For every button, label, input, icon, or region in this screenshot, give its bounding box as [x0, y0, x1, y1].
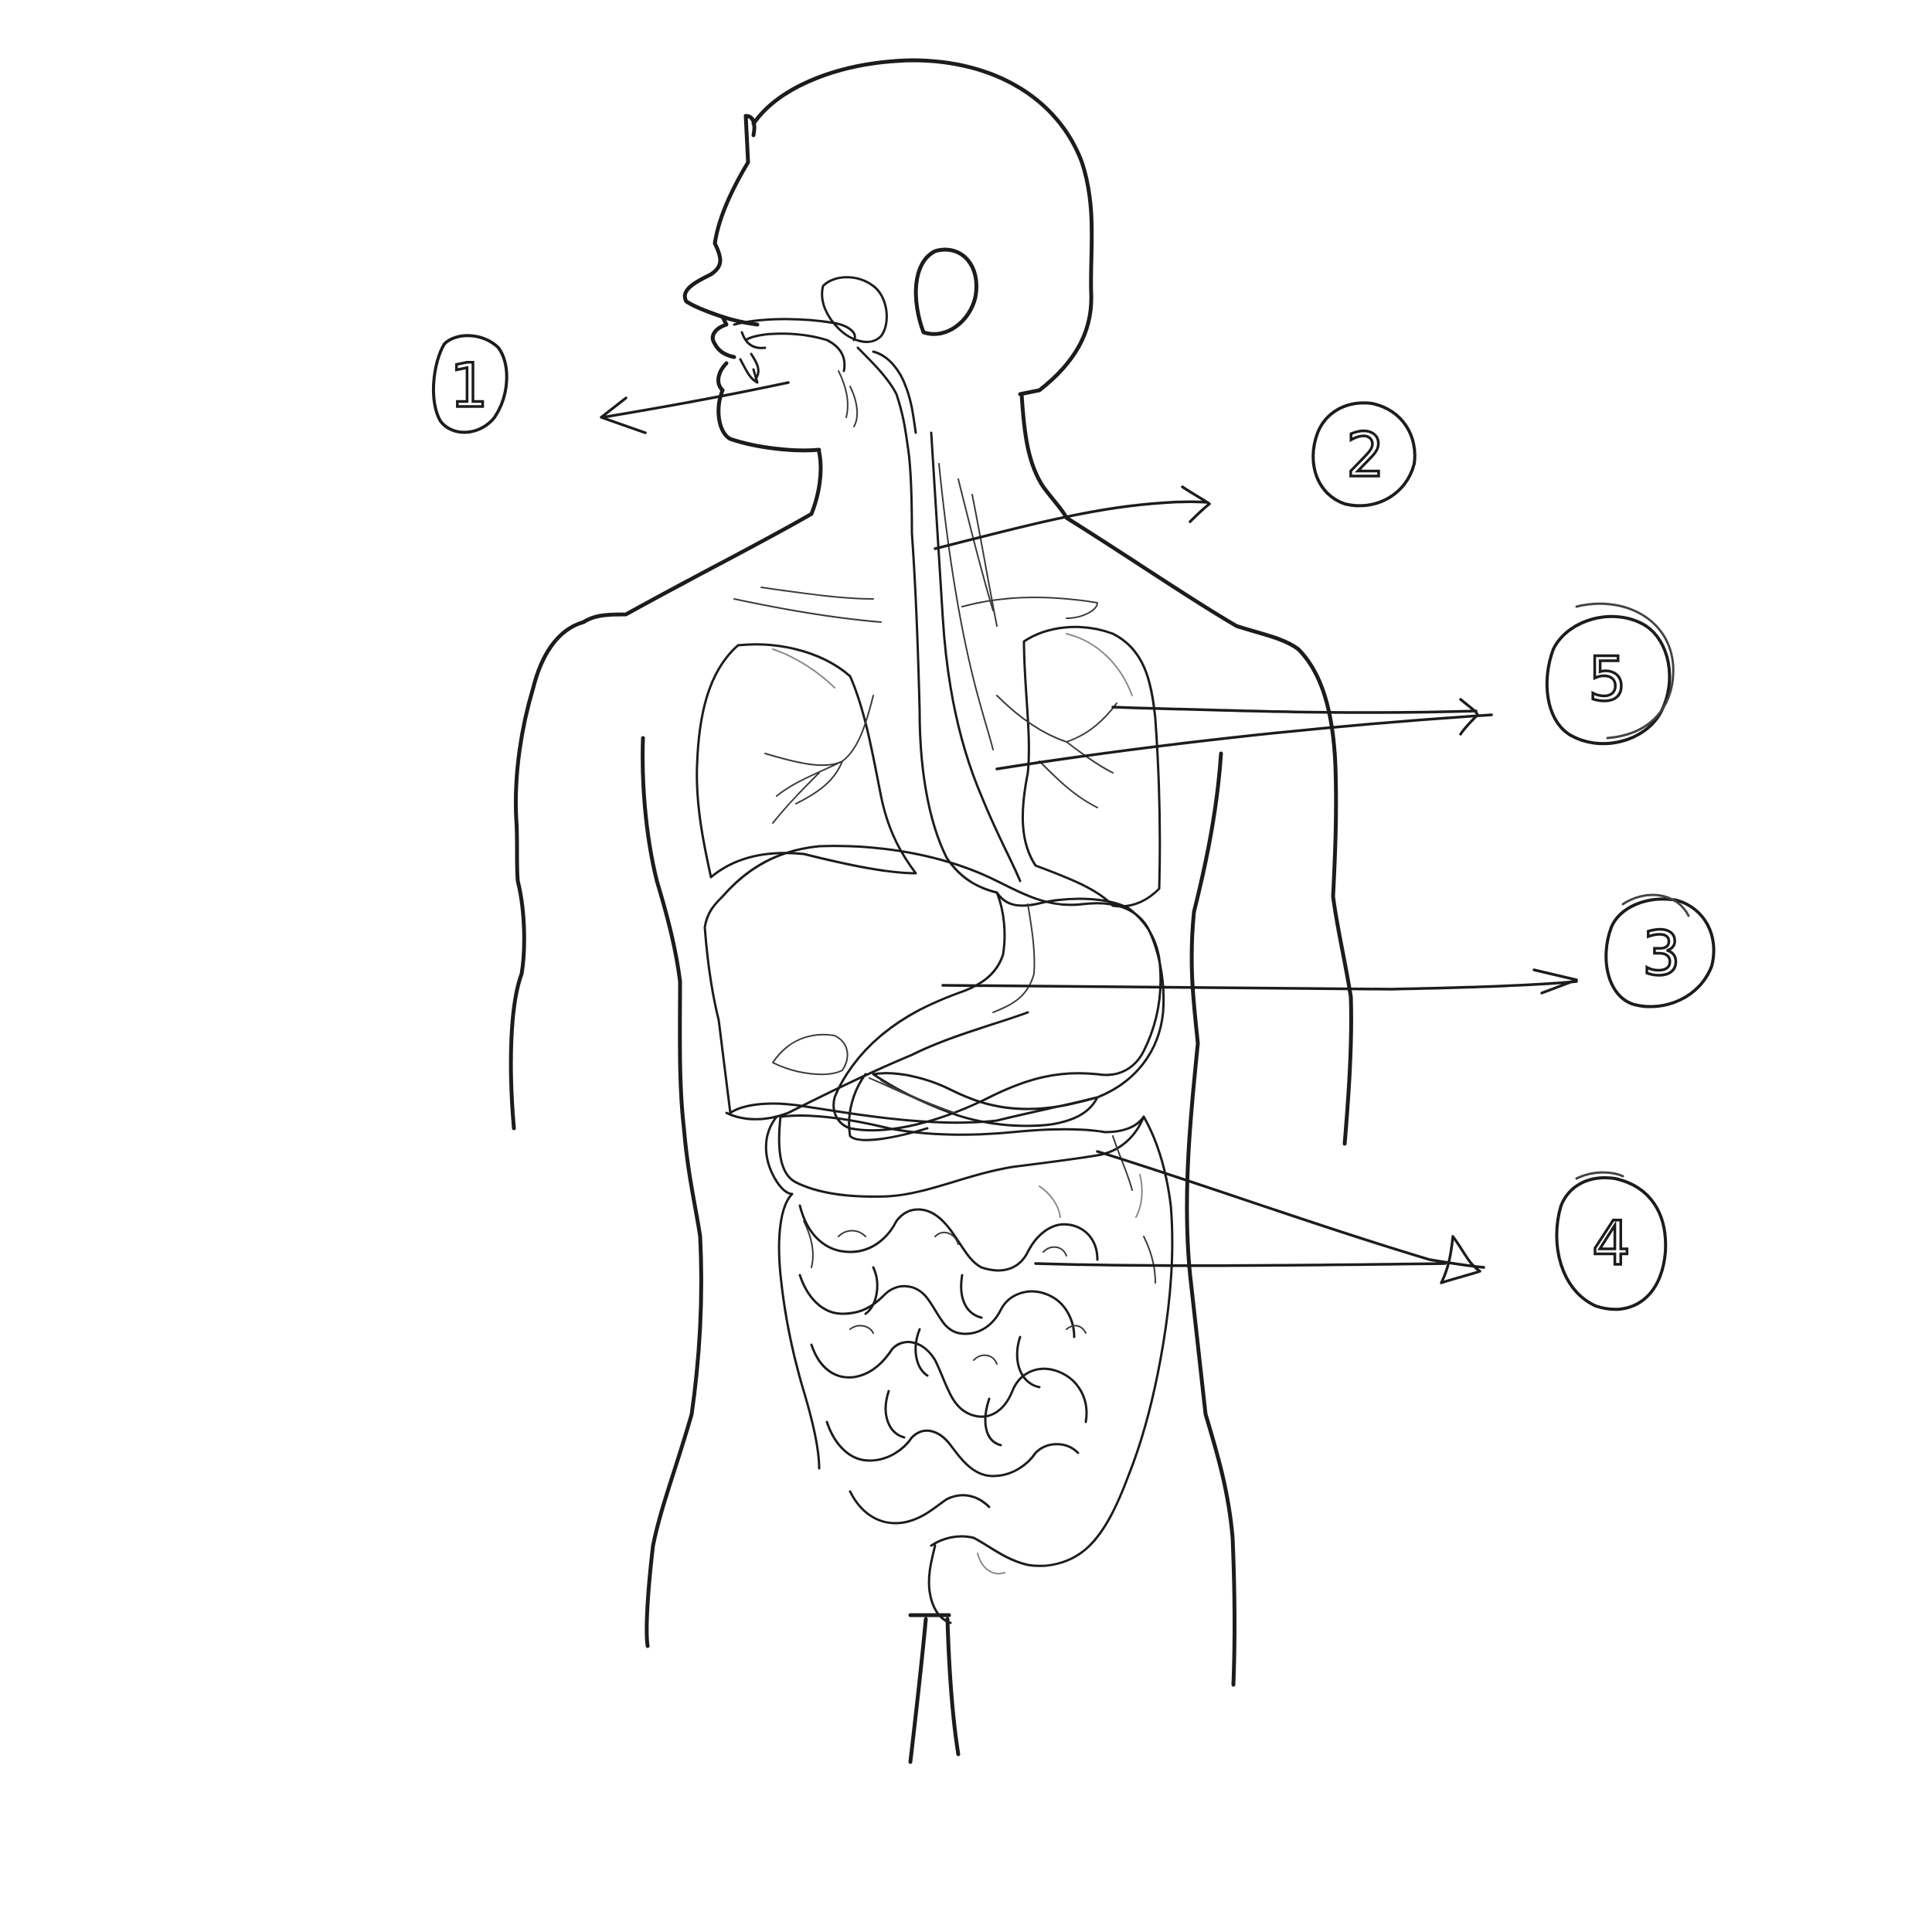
- right-arm: [1296, 647, 1353, 1146]
- leader-3: [941, 980, 1578, 991]
- rectum: [927, 1544, 952, 1624]
- trachea-line: [938, 463, 994, 750]
- lung-shading: [772, 633, 1133, 696]
- oral-cavity: [733, 276, 917, 535]
- leader-5a: [1111, 706, 1478, 714]
- left-shoulder: [581, 512, 814, 624]
- descending-colon: [1088, 1115, 1174, 1547]
- left-bronchi: [764, 695, 874, 824]
- marker-5-label: 5: [1588, 645, 1627, 715]
- throat-back: [872, 350, 917, 434]
- esophagus-right: [930, 431, 1022, 883]
- marker-3-ring: [1604, 897, 1716, 1009]
- chin-jaw: [716, 388, 821, 453]
- marker-2-ring: [1311, 401, 1417, 508]
- marker-3-ring-overlay: [1621, 893, 1690, 917]
- left-waist: [645, 1234, 703, 1648]
- leader-2: [934, 500, 1207, 550]
- right-hip: [1203, 1412, 1236, 1687]
- marker-1: 1: [432, 334, 509, 434]
- right-bronchi: [996, 695, 1117, 808]
- groin: [908, 1613, 961, 1764]
- tongue: [739, 332, 846, 384]
- esophagus-left: [910, 532, 998, 894]
- pharynx: [856, 346, 913, 535]
- duodenum: [848, 1073, 929, 1141]
- marker-3-label: 3: [1642, 920, 1681, 989]
- neck-muscle: [957, 478, 998, 627]
- marker-4-label: 4: [1592, 1209, 1631, 1279]
- left-arm: [509, 620, 586, 1131]
- leader-lines: [600, 381, 1578, 1284]
- face-profile: [682, 114, 750, 346]
- small-intestine: [798, 1174, 1143, 1575]
- sigmoid-colon: [930, 1535, 1091, 1567]
- intestine-shading: [977, 1174, 1143, 1575]
- epiglottis: [838, 370, 859, 427]
- small-intestine-loop-1: [798, 1204, 1099, 1272]
- liver-lower-edge: [725, 1011, 1029, 1121]
- small-intestine-loop-5: [849, 1490, 991, 1525]
- liver: [703, 845, 1165, 1124]
- small-intestine-loop-4: [825, 1420, 1080, 1478]
- nose-bridge: [743, 114, 757, 138]
- nasal-cavity: [821, 276, 888, 343]
- stomach-inner: [992, 903, 1036, 1013]
- marker-4-ring: [1555, 1176, 1668, 1311]
- stomach: [832, 891, 1162, 1132]
- marker-1-ring: [432, 334, 509, 434]
- leader-4a: [1096, 1150, 1485, 1269]
- clavicle-left: [733, 587, 882, 623]
- transverse-colon: [777, 1114, 1145, 1198]
- marker-4: 4: [1555, 1171, 1668, 1311]
- marker-4-ring-overlay: [1575, 1171, 1624, 1180]
- liver-outline: [703, 845, 1165, 1124]
- palate: [733, 318, 856, 342]
- leader-1: [601, 381, 790, 419]
- haustra: [803, 1135, 1156, 1284]
- marker-5-ring-overlay: [1575, 602, 1675, 740]
- small-intestine-coils: [864, 1266, 1041, 1447]
- esophagus: [910, 431, 1022, 894]
- left-torso-side: [641, 736, 702, 1239]
- head-outline: [751, 58, 1094, 396]
- left-lung: [696, 643, 917, 879]
- neck-front: [809, 450, 823, 516]
- marker-3: 3: [1604, 893, 1716, 1009]
- small-intestine-loop-2: [798, 1274, 1076, 1338]
- arrowhead-5: [1459, 698, 1479, 736]
- marker-5: 5: [1545, 602, 1675, 746]
- right-shoulder: [1064, 515, 1301, 651]
- neck-back: [1019, 392, 1069, 520]
- clavicle-right: [961, 597, 1098, 619]
- lips: [713, 315, 760, 393]
- pancreas: [848, 1072, 1099, 1141]
- leader-4b: [1034, 1262, 1447, 1267]
- teeth: [740, 331, 767, 380]
- gallbladder: [772, 1033, 849, 1076]
- marker-2: 2: [1311, 401, 1417, 508]
- right-lung: [1021, 625, 1162, 908]
- ascending-colon: [764, 1115, 821, 1470]
- lungs: [696, 625, 1162, 908]
- arrowhead-3: [1532, 968, 1578, 995]
- right-torso-side: [1185, 751, 1223, 1417]
- pancreas-duct: [869, 1077, 955, 1114]
- arrowhead-1: [600, 396, 647, 434]
- intestine-folds: [838, 1230, 1087, 1365]
- marker-2-label: 2: [1346, 421, 1385, 491]
- small-intestine-loop-3: [810, 1341, 1088, 1423]
- stomach-outline: [832, 891, 1162, 1132]
- ear: [913, 247, 978, 336]
- leader-5b: [995, 713, 1493, 770]
- marker-1-label: 1: [450, 352, 488, 421]
- body-outline: [509, 58, 1353, 1764]
- large-intestine: [764, 1114, 1174, 1624]
- arrowhead-4: [1440, 1235, 1481, 1284]
- arrowhead-2: [1181, 485, 1211, 523]
- pancreas-outline: [872, 1072, 1099, 1128]
